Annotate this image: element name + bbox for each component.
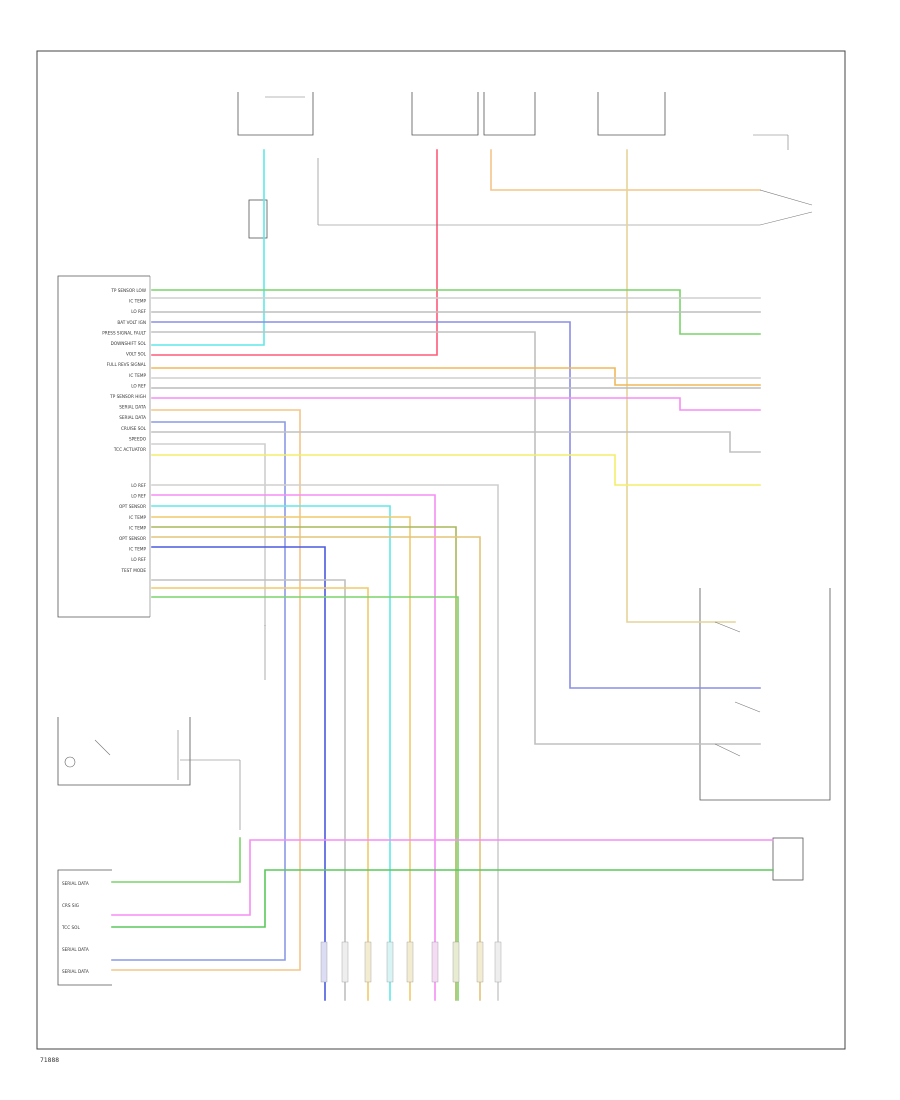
top-components [237, 92, 789, 150]
module-row-label: SERIAL DATA [119, 415, 146, 420]
module-row-label: LO REF [131, 383, 146, 388]
module-row-label: LO REF [131, 309, 146, 314]
module-row-label: LO REF [131, 483, 146, 488]
junction-component [248, 199, 268, 239]
bottom-connector-stubs [320, 941, 502, 983]
diagram-frame [36, 50, 846, 1050]
module-row-label: VOLT SOL [126, 352, 147, 357]
module-row-label: IC TEMP [129, 547, 146, 552]
left-module-labels: TP SENSOR LOW IC TEMP LO REF BAT VOLT IGN PR… [102, 288, 146, 452]
module-row-label: PRESS SIGNAL FAULT [102, 330, 146, 335]
module-row-label: SERIAL DATA [119, 405, 146, 410]
module-row-label: IC TEMP [129, 515, 146, 520]
module-row-label: SERIAL DATA [62, 881, 89, 886]
module-row-label: CRS SIG [62, 903, 79, 908]
module-row-label: OPT SENSOR [119, 504, 146, 509]
module-row-label: SPEEDO [129, 436, 147, 441]
module-row-label: LO REF [131, 557, 146, 562]
module-row-label: DOWNSHIFT SOL [111, 341, 147, 346]
module-row-label: TP SENSOR HIGH [109, 394, 146, 399]
transmission-sensor [772, 837, 804, 881]
wires [111, 149, 774, 1001]
bottom-left-module [57, 869, 112, 986]
footer-code: 71888 [40, 1057, 59, 1064]
module-row-label: SERIAL DATA [62, 969, 89, 974]
module-row-label: CRUISE SOL [121, 426, 147, 431]
module-row-label: TP SENSOR LOW [110, 288, 146, 293]
module-row-label: TEST MODE [120, 568, 146, 573]
module-row-label: LO REF [131, 494, 146, 499]
switches [64, 189, 813, 768]
module-row-label: TCC ACTUATOR [113, 447, 146, 452]
bottom-left-labels: SERIAL DATA CRS SIG TCC SOL SERIAL DATA SERI… [61, 881, 89, 974]
module-row-label: OPT SENSOR [119, 536, 146, 541]
module-row-label: IC TEMP [129, 525, 146, 530]
instrument-cluster [57, 717, 191, 786]
module-row-label: BAT VOLT IGN [117, 320, 146, 325]
module-row-label: FULL REVS SIGNAL [107, 362, 147, 367]
module-row-label: TCC SOL [61, 925, 80, 930]
left-control-module [57, 275, 150, 618]
module-row-label: IC TEMP [129, 299, 146, 304]
left-module-lower-labels: LO REF LO REF OPT SENSOR IC TEMP IC TEMP OPT … [119, 483, 147, 573]
module-row-label: SERIAL DATA [62, 947, 89, 952]
module-row-label: IC TEMP [129, 373, 146, 378]
right-switch-bracket [699, 588, 831, 801]
